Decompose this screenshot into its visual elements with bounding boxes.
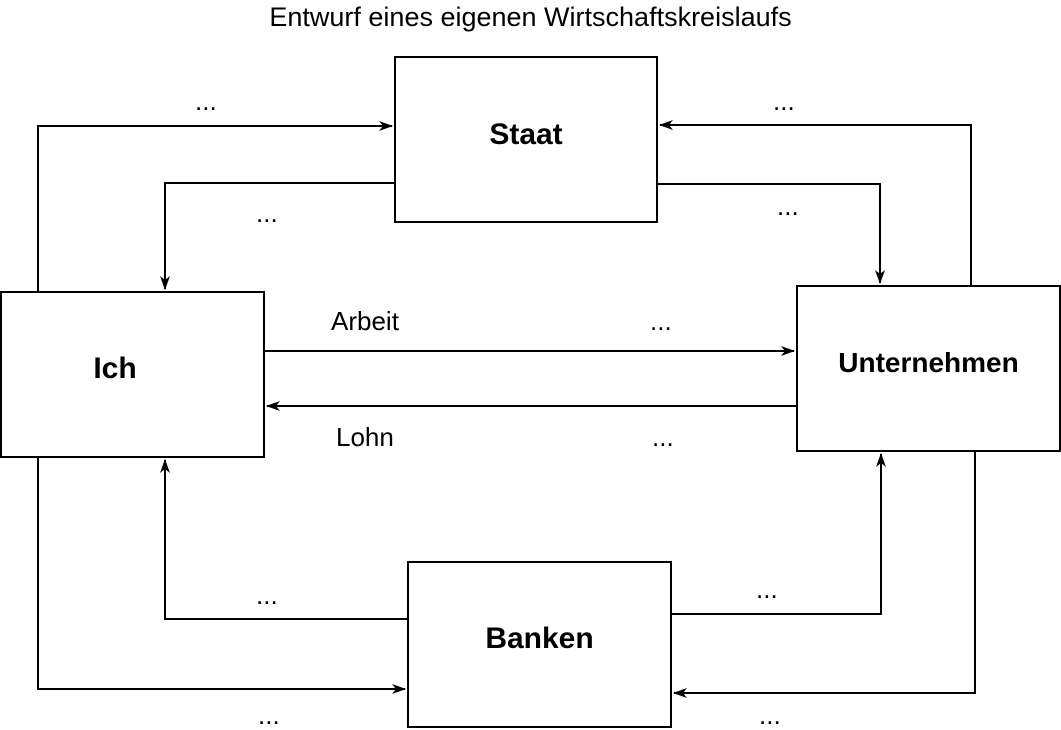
- arrow-banken-to-ich: [160, 459, 407, 620]
- flow-unternehmen-to-staat-label: ...: [773, 86, 795, 116]
- flow-staat-to-unternehmen-label: ...: [777, 191, 799, 221]
- arrow-staat-to-unternehmen: [658, 183, 885, 284]
- flow-banken-to-ich-label: ...: [256, 580, 278, 610]
- node-staat-label: Staat: [489, 117, 563, 151]
- node-banken-label: Banken: [485, 621, 594, 655]
- node-unternehmen-label: Unternehmen: [838, 346, 1019, 378]
- arrow-staat-to-ich: [160, 182, 394, 290]
- diagram-title: Entwurf eines eigenen Wirtschaftskreisla…: [269, 2, 792, 32]
- arrow-unternehmen-to-staat: [659, 120, 972, 285]
- node-ich: Ich: [0, 291, 265, 458]
- flow-staat-to-ich-label: ...: [256, 198, 278, 228]
- arrow-unternehmen-to-banken: [673, 452, 976, 698]
- arrow-ich-to-staat: [37, 121, 393, 291]
- node-ich-label: Ich: [93, 351, 137, 385]
- node-banken: Banken: [407, 561, 672, 728]
- flow-lohn-label: Lohn: [336, 422, 394, 452]
- arrow-ich-to-banken: [37, 458, 406, 694]
- flow-arbeit-label: Arbeit: [331, 306, 399, 336]
- arrow-banken-to-unternehmen: [672, 453, 886, 615]
- flow-unternehmen-to-banken-label: ...: [759, 700, 781, 730]
- flow-ich-to-staat-label: ...: [195, 86, 217, 116]
- node-staat: Staat: [394, 56, 658, 223]
- flow-banken-to-unternehmen-label: ...: [756, 574, 778, 604]
- node-unternehmen: Unternehmen: [796, 285, 1061, 452]
- flow-ich-to-banken-label: ...: [258, 700, 280, 730]
- flow-arbeit-value: ...: [650, 306, 672, 336]
- flow-lohn-value: ...: [652, 422, 674, 452]
